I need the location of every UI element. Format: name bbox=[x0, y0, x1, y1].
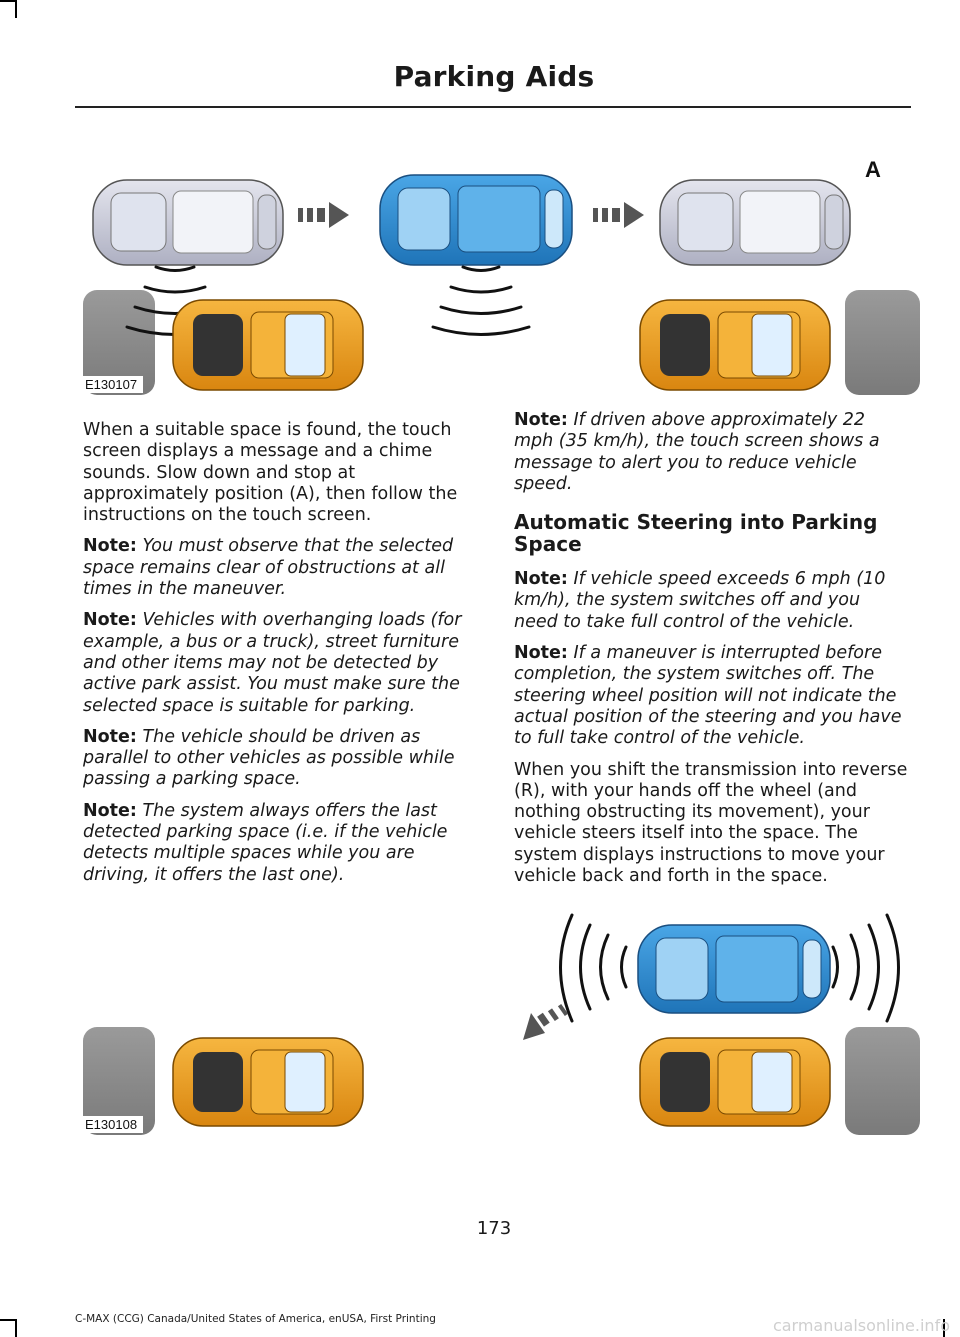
parked-car-orange bbox=[639, 299, 831, 391]
right-text-column: Note: If driven above approximately 22 m… bbox=[514, 410, 909, 897]
footer-text: C-MAX (CCG) Canada/United States of Amer… bbox=[75, 1313, 436, 1325]
note-paragraph: Note: You must observe that the selected… bbox=[83, 536, 478, 600]
curb-right bbox=[845, 290, 920, 395]
crop-mark bbox=[15, 1319, 17, 1337]
note-label: Note: bbox=[514, 569, 568, 590]
figure-id-box bbox=[83, 1116, 143, 1133]
position-a-label: A bbox=[865, 157, 881, 182]
moving-car-blue bbox=[379, 174, 573, 266]
curb-right bbox=[845, 1027, 920, 1135]
watermark: carmanualsonline.info bbox=[772, 1316, 950, 1335]
note-label: Note: bbox=[83, 610, 137, 631]
rear-sensor-waves bbox=[559, 913, 628, 1023]
section-heading: Automatic Steering into Parking Space bbox=[514, 510, 878, 557]
parked-car-orange bbox=[172, 299, 364, 391]
crop-mark bbox=[15, 0, 17, 18]
sensor-waves bbox=[431, 265, 531, 336]
crop-mark bbox=[0, 0, 15, 2]
front-sensor-waves bbox=[831, 913, 900, 1023]
stopped-car-silver bbox=[659, 179, 851, 266]
automatic-steering-illustration: E130108 bbox=[83, 905, 920, 1135]
note-paragraph: Note: The system always offers the last … bbox=[83, 801, 478, 886]
curb-left bbox=[83, 290, 155, 395]
reversing-car-blue bbox=[637, 924, 831, 1014]
note-label: Note: bbox=[83, 536, 137, 557]
crop-mark bbox=[943, 1319, 945, 1337]
left-text-column: When a suitable space is found, the touc… bbox=[83, 420, 478, 896]
arrow-right-icon bbox=[298, 202, 349, 228]
note-label: Note: bbox=[514, 410, 568, 430]
parking-space-search-illustration: A E130107 bbox=[83, 150, 920, 395]
curb-left bbox=[83, 1027, 155, 1135]
figure-id: E130107 bbox=[85, 377, 137, 392]
note-paragraph: Note: The vehicle should be driven as pa… bbox=[83, 727, 478, 791]
intro-paragraph: When a suitable space is found, the touc… bbox=[83, 420, 458, 526]
note-text: If driven above approximately 22 mph (35… bbox=[514, 410, 880, 494]
page-title: Parking Aids bbox=[393, 60, 595, 93]
body-paragraph: When you shift the transmission into rev… bbox=[514, 759, 908, 887]
note-paragraph: Note: If vehicle speed exceeds 6 mph (10… bbox=[514, 569, 909, 633]
note-label: Note: bbox=[514, 643, 568, 664]
figure-id: E130108 bbox=[85, 1117, 137, 1132]
reverse-arrow-icon bbox=[523, 1003, 569, 1040]
note-text: You must observe that the selected space… bbox=[83, 536, 454, 600]
header-divider bbox=[75, 106, 911, 108]
crop-mark bbox=[0, 1319, 15, 1321]
note-text: If a maneuver is interrupted before comp… bbox=[514, 643, 902, 749]
figure-id-box bbox=[83, 376, 143, 393]
note-paragraph: Note: Vehicles with overhanging loads (f… bbox=[83, 610, 478, 716]
parked-car-orange bbox=[172, 1037, 364, 1127]
note-paragraph: Note: If driven above approximately 22 m… bbox=[514, 410, 909, 495]
parked-car-orange bbox=[639, 1037, 831, 1127]
arrow-right-icon bbox=[593, 202, 644, 228]
note-paragraph: Note: If a maneuver is interrupted befor… bbox=[514, 643, 909, 749]
note-text: The vehicle should be driven as parallel… bbox=[83, 726, 455, 790]
note-text: Vehicles with overhanging loads (for exa… bbox=[83, 610, 462, 716]
note-text: If vehicle speed exceeds 6 mph (10 km/h)… bbox=[514, 569, 886, 632]
note-text: The system always offers the last detect… bbox=[83, 800, 448, 885]
page-number: 173 bbox=[476, 1218, 512, 1239]
note-label: Note: bbox=[83, 726, 137, 747]
moving-car-silver bbox=[92, 179, 284, 266]
note-label: Note: bbox=[83, 800, 137, 821]
